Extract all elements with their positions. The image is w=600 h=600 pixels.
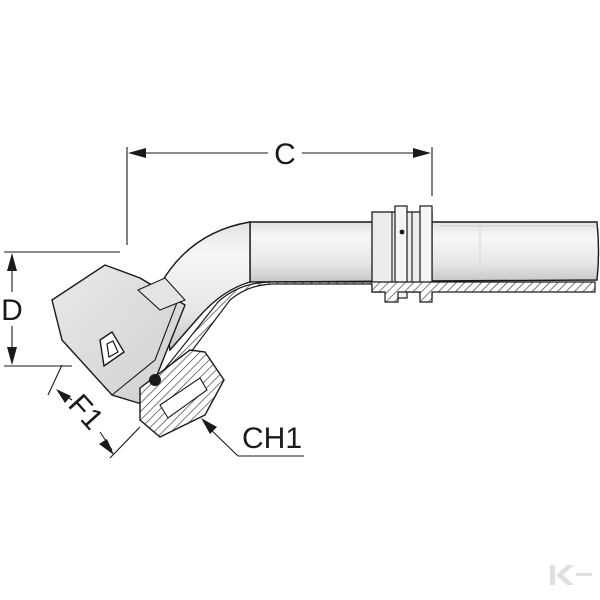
dimension-ch1-label: CH1	[242, 422, 302, 455]
crimp-collar	[371, 205, 433, 299]
dimension-c-label: C	[274, 138, 296, 171]
dimension-d-label: D	[1, 294, 23, 327]
section-hatching	[159, 281, 596, 381]
elbow-bend	[159, 221, 251, 352]
hex-nut	[51, 264, 186, 406]
dimension-d: D	[1, 251, 120, 367]
ch1-leader: CH1	[201, 418, 304, 457]
dimension-c: C	[126, 138, 433, 245]
swivel-nut-section	[139, 349, 225, 438]
k-logo-icon	[550, 565, 592, 585]
